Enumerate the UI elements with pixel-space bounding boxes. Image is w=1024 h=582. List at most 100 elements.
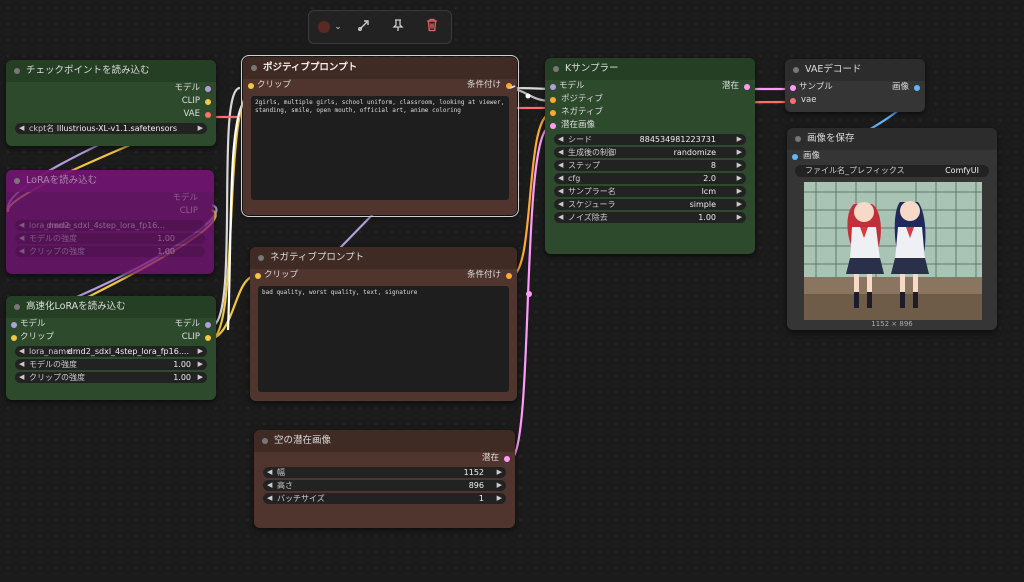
- bypass-button[interactable]: [353, 18, 375, 36]
- output-clip[interactable]: CLIP: [179, 206, 198, 216]
- output-model[interactable]: モデル: [6, 82, 216, 95]
- node-lora[interactable]: 高速化LoRAを読み込む モデル モデル クリップ CLIP ◀lora_nam…: [6, 296, 216, 400]
- preview-image[interactable]: [804, 182, 982, 320]
- arrow-left-icon: ◀: [19, 124, 25, 132]
- reroute-dot: [526, 291, 532, 297]
- widget-filename-prefix[interactable]: ファイル名_プレフィックス ComfyUI: [795, 165, 989, 177]
- socket-icon[interactable]: [11, 334, 17, 341]
- delete-button[interactable]: [421, 18, 443, 36]
- node-checkpoint-loader[interactable]: チェックポイントを読み込む モデル CLIP VAE ◀ ckpt名 Illus…: [6, 60, 216, 146]
- socket-icon[interactable]: [255, 272, 261, 279]
- socket-icon[interactable]: [248, 82, 254, 89]
- color-swatch-icon: [318, 21, 331, 33]
- output-vae[interactable]: VAE: [6, 108, 216, 121]
- node-title: VAEデコード: [805, 64, 862, 75]
- io-row-model: モデル 潜在: [545, 80, 755, 93]
- selection-toolbar: ⌄: [308, 10, 452, 44]
- chevron-down-icon: ⌄: [334, 22, 342, 32]
- collapse-dot-icon[interactable]: [14, 304, 20, 310]
- node-title: 空の潜在画像: [274, 435, 332, 446]
- input-positive[interactable]: ポジティブ: [545, 93, 755, 106]
- socket-icon[interactable]: [11, 321, 17, 328]
- socket-icon[interactable]: [506, 82, 512, 89]
- socket-icon[interactable]: [550, 83, 556, 90]
- collapse-dot-icon[interactable]: [258, 255, 264, 261]
- preview-size-label: 1152 × 896: [871, 320, 913, 328]
- socket-icon: [205, 85, 211, 92]
- socket-icon: [550, 122, 556, 129]
- collapse-dot-icon[interactable]: [553, 66, 559, 72]
- socket-icon[interactable]: [205, 334, 211, 341]
- io-row-clip: クリップ CLIP: [6, 331, 216, 344]
- prompt-textarea[interactable]: 2girls, multiple girls, school uniform, …: [251, 96, 509, 200]
- node-title: LoRAを読み込む: [26, 175, 98, 186]
- io-row: クリップ 条件付け: [250, 269, 517, 282]
- preview-illustration: [804, 182, 982, 320]
- node-vae-decode[interactable]: VAEデコード サンプル 画像 vae: [785, 59, 925, 112]
- trash-icon: [427, 18, 437, 32]
- collapse-dot-icon[interactable]: [795, 136, 801, 142]
- node-title: 高速化LoRAを読み込む: [26, 301, 126, 312]
- output-model[interactable]: モデル: [172, 193, 198, 203]
- input-negative[interactable]: ネガティブ: [545, 106, 755, 119]
- node-title: Kサンプラー: [565, 63, 619, 74]
- node-title: ポジティブプロンプト: [263, 62, 358, 73]
- bypass-icon: [358, 20, 369, 31]
- socket-icon: [205, 111, 211, 118]
- node-negative-prompt[interactable]: ネガティブプロンプト クリップ 条件付け bad quality, worst …: [250, 247, 517, 401]
- collapse-dot-icon[interactable]: [14, 178, 20, 184]
- output-clip[interactable]: CLIP: [6, 95, 216, 108]
- socket-icon: [790, 97, 796, 104]
- output-latent[interactable]: 潜在: [254, 452, 515, 465]
- arrow-right-icon: ▶: [197, 124, 203, 132]
- socket-icon: [792, 153, 798, 160]
- reroute-dot: [525, 93, 531, 99]
- input-vae[interactable]: vae: [785, 94, 925, 107]
- widget-ckpt-name[interactable]: ◀ ckpt名 Illustrious-XL-v1.1.safetensors …: [15, 123, 207, 134]
- node-title: 画像を保存: [807, 133, 855, 144]
- wire-model-ksampler: [211, 86, 241, 328]
- collapse-dot-icon[interactable]: [793, 67, 799, 73]
- socket-icon[interactable]: [914, 84, 920, 91]
- io-row-samples: サンプル 画像: [785, 81, 925, 94]
- collapse-dot-icon[interactable]: [14, 68, 20, 74]
- io-row: クリップ 条件付け: [243, 79, 517, 92]
- socket-icon[interactable]: [790, 84, 796, 91]
- socket-icon[interactable]: [205, 321, 211, 328]
- collapse-dot-icon[interactable]: [251, 65, 257, 71]
- socket-icon[interactable]: [744, 83, 750, 90]
- input-images[interactable]: 画像: [787, 150, 997, 163]
- prompt-textarea[interactable]: bad quality, worst quality, text, signat…: [258, 286, 509, 392]
- color-picker-button[interactable]: ⌄: [315, 18, 345, 36]
- socket-icon: [550, 96, 556, 103]
- collapse-dot-icon[interactable]: [262, 438, 268, 444]
- pin-button[interactable]: [387, 18, 409, 36]
- node-save-image[interactable]: 画像を保存 画像 ファイル名_プレフィックス ComfyUI: [787, 128, 997, 330]
- input-latent[interactable]: 潜在画像: [545, 119, 755, 132]
- wire-clip-negative: [211, 274, 255, 341]
- socket-icon: [504, 455, 510, 462]
- socket-icon[interactable]: [506, 272, 512, 279]
- socket-icon: [550, 109, 556, 116]
- node-title: チェックポイントを読み込む: [26, 65, 150, 76]
- node-positive-prompt[interactable]: ポジティブプロンプト クリップ 条件付け 2girls, multiple gi…: [241, 55, 519, 217]
